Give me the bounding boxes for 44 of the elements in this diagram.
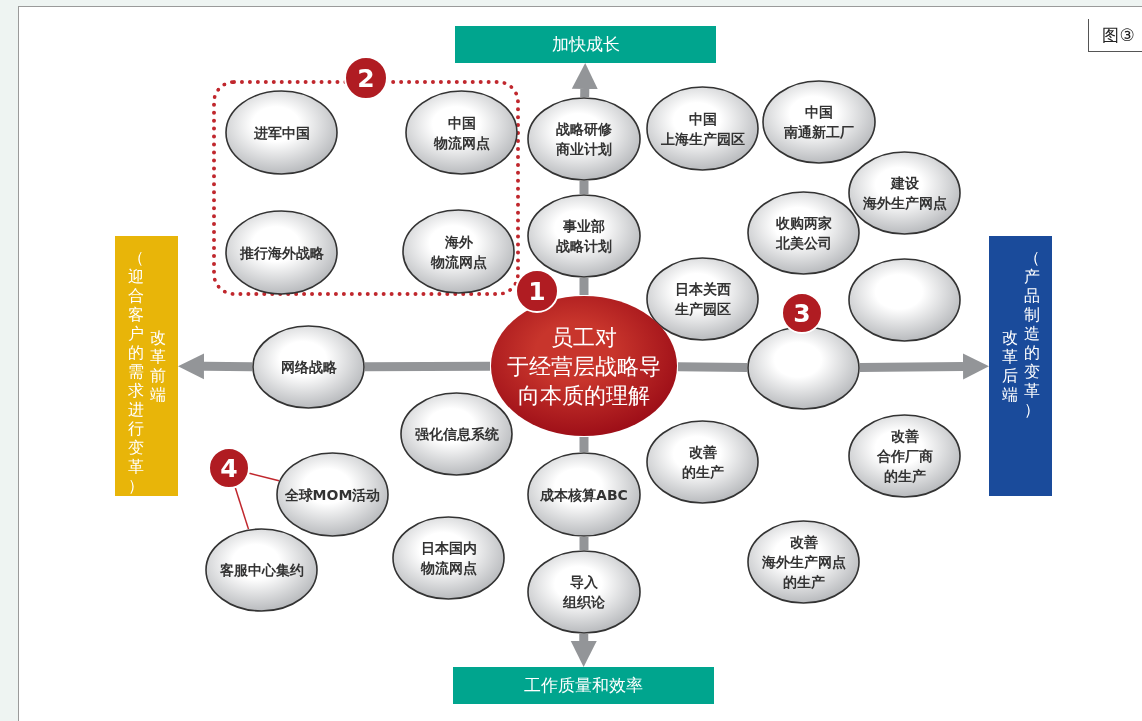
arrow: [571, 63, 598, 98]
oval-bubble: 中国上海生产园区: [646, 86, 759, 171]
arrow: [178, 353, 253, 380]
oval-bubble: 事业部战略计划: [527, 194, 641, 278]
connector-line: [365, 361, 490, 372]
oval-bubble: 收购两家北美公司: [747, 191, 860, 275]
oval-bubble: 全球MOM活动: [276, 452, 389, 537]
banner-subtitle: （迎合客户的需求进行变革）: [126, 248, 145, 495]
figure-number: 图③: [1088, 19, 1142, 52]
oval-bubble: 日本国内物流网点: [392, 516, 505, 600]
connector-line: [579, 437, 589, 452]
oval-bubble: 成本核算ABC: [527, 452, 641, 537]
oval-bubble: 战略研修商业计划: [527, 97, 641, 181]
connector-line: [248, 472, 280, 482]
oval-bubble: [848, 258, 961, 342]
oval-bubble: 强化信息系统: [400, 392, 513, 476]
connector-line: [579, 278, 589, 295]
arrow: [570, 633, 597, 667]
oval-bubble: 中国物流网点: [405, 90, 518, 175]
oval-bubble: 改善海外生产网点的生产: [747, 520, 860, 604]
connector-line: [677, 362, 748, 372]
side-banner: [115, 236, 178, 496]
arrow: [859, 353, 989, 380]
goal-banner: 工作质量和效率: [453, 667, 714, 704]
oval-bubble: 改善的生产: [646, 420, 759, 504]
oval-bubble: 导入组织论: [527, 550, 641, 634]
oval-bubble: 进军中国: [225, 90, 338, 175]
oval-bubble: 改善合作厂商的生产: [848, 414, 961, 498]
side-banner: [989, 236, 1052, 496]
connector-line: [234, 487, 250, 530]
banner-subtitle: （产品制造的变革）: [1022, 248, 1041, 419]
oval-bubble: 建设海外生产网点: [848, 151, 961, 235]
banner-heading: 改革前端: [148, 328, 167, 404]
oval-bubble: 日本关西生产园区: [646, 257, 759, 341]
oval-bubble: 中国南通新工厂: [762, 80, 876, 164]
oval-bubble: [747, 326, 860, 410]
oval-bubble: 网络战略: [252, 325, 365, 409]
oval-bubble: 客服中心集约: [205, 528, 318, 612]
oval-bubble: 推行海外战略: [225, 210, 338, 295]
banner-heading: 改革后端: [1000, 328, 1019, 404]
connector-line: [579, 537, 589, 550]
goal-banner: 加快成长: [455, 26, 716, 63]
connector-line: [579, 181, 589, 194]
oval-bubble: 海外物流网点: [402, 209, 515, 294]
